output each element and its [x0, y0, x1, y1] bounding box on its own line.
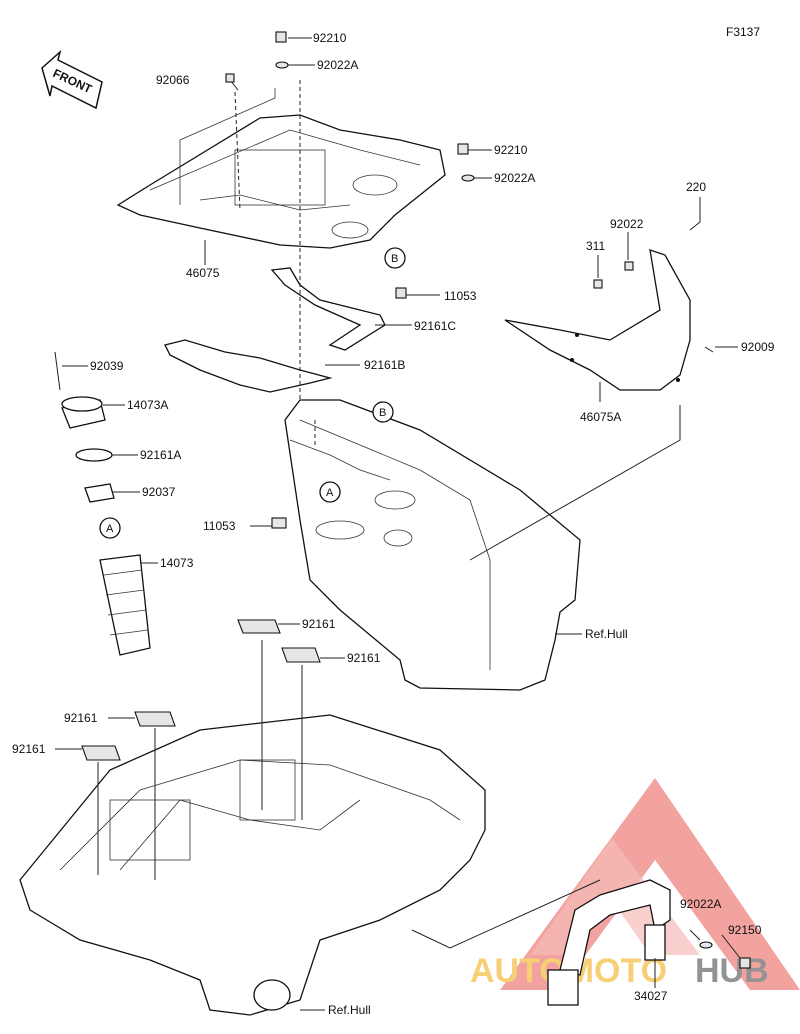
hardware-fasteners [225, 31, 751, 969]
part-label: 92039 [90, 359, 124, 373]
part-label: 92150 [728, 923, 762, 937]
part-label: 92161 [64, 711, 98, 725]
part-label: 46075 [186, 266, 220, 280]
svg-text:A: A [106, 523, 114, 535]
svg-text:A: A [326, 487, 334, 499]
part-label: 311 [586, 239, 605, 253]
watermark-text-right: HUB [695, 952, 769, 990]
part-label: 92210 [494, 143, 528, 157]
ref-hull-label: Ref.Hull [328, 1003, 371, 1017]
figure-code: F3137 [726, 25, 760, 39]
part-label: 34027 [634, 989, 668, 1003]
front-arrow-icon: FRONT [41, 49, 103, 110]
svg-text:B: B [379, 407, 386, 419]
seat-cover-part [116, 88, 446, 249]
part-label: 92066 [156, 73, 190, 87]
label-patches [81, 619, 321, 761]
ref-hull-label: Ref.Hull [585, 627, 628, 641]
part-label: 11053 [203, 519, 236, 533]
part-label: 92022A [494, 171, 535, 185]
part-label: 92022 [610, 217, 644, 231]
part-label: 92022A [317, 58, 358, 72]
leader-lines [55, 37, 741, 1011]
part-label: 92161 [12, 742, 46, 756]
part-label: 92037 [142, 485, 176, 499]
part-label: 92161A [140, 448, 181, 462]
part-label: 46075A [580, 410, 621, 424]
filler-parts [54, 351, 151, 656]
part-label: 92210 [313, 31, 347, 45]
gasket-parts [164, 267, 386, 393]
svg-text:B: B [391, 253, 398, 265]
part-label: 92022A [680, 897, 721, 911]
part-label: 92161 [302, 617, 336, 631]
part-label: 14073A [127, 398, 168, 412]
callout-a-hose: A [99, 517, 121, 539]
part-label: 92161C [414, 319, 456, 333]
part-label: 92161 [347, 651, 381, 665]
callout-b-top: B [384, 247, 406, 269]
callout-b-hull: B [372, 401, 394, 423]
rear-cover-part [504, 249, 691, 391]
part-label: 220 [686, 180, 706, 194]
handle-part [547, 879, 671, 1006]
callout-a-hull: A [319, 481, 341, 503]
part-label: 11053 [444, 289, 477, 303]
hull-middle-part [284, 399, 581, 691]
part-label: 14073 [160, 556, 194, 570]
part-label: 92009 [741, 340, 775, 354]
hull-bottom-part [19, 714, 486, 1016]
part-label: 92161B [364, 358, 405, 372]
